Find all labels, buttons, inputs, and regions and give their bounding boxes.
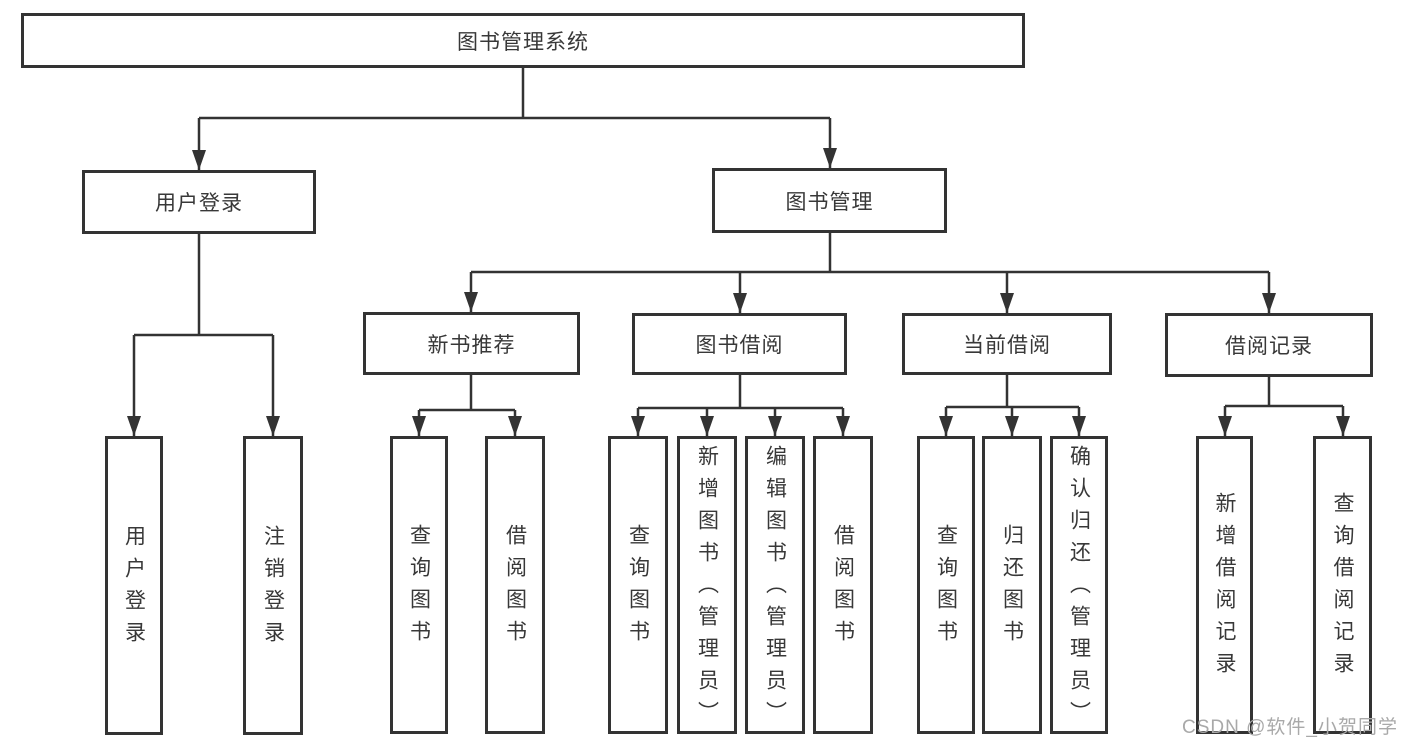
leaf-bb-edit-books-admin: 编辑图书（管理员） xyxy=(745,436,805,734)
leaf-bb-query-books: 查询图书 xyxy=(608,436,668,734)
leaf-nb-query-books: 查询图书 xyxy=(390,436,448,734)
node-borrow-records: 借阅记录 xyxy=(1165,313,1373,377)
leaf-br-add-record: 新增借阅记录 xyxy=(1196,436,1253,734)
node-current-borrow: 当前借阅 xyxy=(902,313,1112,375)
node-new-book-recommend: 新书推荐 xyxy=(363,312,580,375)
leaf-cb-return-books: 归还图书 xyxy=(982,436,1042,734)
node-book-management-branch: 图书管理 xyxy=(712,168,947,233)
leaf-cb-query-books: 查询图书 xyxy=(917,436,975,734)
leaf-cb-confirm-return-admin: 确认归还（管理员） xyxy=(1050,436,1108,734)
leaf-bb-borrow-books: 借阅图书 xyxy=(813,436,873,734)
node-user-login-branch: 用户登录 xyxy=(82,170,316,234)
leaf-br-query-record: 查询借阅记录 xyxy=(1313,436,1372,734)
leaf-user-login: 用户登录 xyxy=(105,436,163,735)
leaf-bb-add-books-admin: 新增图书（管理员） xyxy=(677,436,737,734)
node-root-system: 图书管理系统 xyxy=(21,13,1025,68)
watermark: CSDN @软件_小贺同学 xyxy=(1182,717,1398,738)
leaf-nb-borrow-books: 借阅图书 xyxy=(485,436,545,734)
node-book-borrow: 图书借阅 xyxy=(632,313,847,375)
leaf-logout: 注销登录 xyxy=(243,436,303,735)
